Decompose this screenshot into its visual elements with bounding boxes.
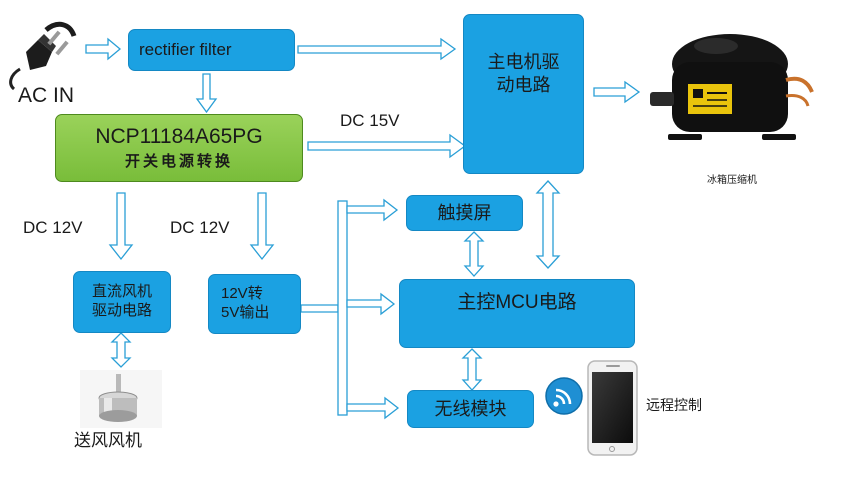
compressor-icon	[650, 34, 814, 140]
main-motor-driver-block: 主电机驱 动电路	[463, 14, 584, 174]
arrow-bus-to-wireless	[346, 396, 400, 420]
arrow-converter-to-bus	[300, 304, 339, 313]
arrow-ncp-to-motor	[307, 133, 467, 159]
remote-control-label: 远程控制	[646, 397, 702, 413]
arrow-motor-to-compressor	[593, 80, 641, 104]
dc-fan-driver-block: 直流风机 驱动电路	[73, 271, 171, 333]
arrow-ncp-to-dcfan	[108, 192, 134, 261]
ncp-function-label: 开关电源转换	[124, 153, 233, 171]
wifi-icon	[545, 377, 583, 415]
wireless-module-block: 无线模块	[407, 390, 534, 428]
distribution-bus	[337, 200, 348, 416]
arrow-bus-to-touch	[346, 198, 399, 222]
compressor-label: 冰箱压缩机	[707, 175, 757, 186]
ncp-power-block: NCP11184A65PG 开关电源转换	[55, 114, 303, 182]
dc12-mid-label: DC 12V	[170, 218, 230, 237]
converter-12v-5v-block: 12V转 5V输出	[208, 274, 301, 334]
converter-label-2: 5V输出	[221, 304, 270, 321]
arrow-plug-to-rectifier	[85, 37, 122, 61]
arrow-bus-to-mcu	[346, 292, 396, 316]
fan-motor-icon	[80, 370, 162, 428]
touch-screen-label: 触摸屏	[437, 202, 492, 223]
converter-label-1: 12V转	[221, 285, 263, 303]
rectifier-filter-block: rectifier filter	[128, 29, 295, 71]
arrow-motor-mcu	[535, 180, 561, 269]
dc12-left-label: DC 12V	[23, 218, 83, 237]
arrow-ncp-to-converter	[249, 192, 275, 261]
ncp-chip-label: NCP11184A65PG	[95, 125, 263, 148]
mcu-label: 主控MCU电路	[457, 292, 577, 313]
arrow-rectifier-to-ncp	[195, 73, 218, 114]
dc-fan-label-1: 直流风机	[91, 283, 152, 301]
fan-label: 送风风机	[74, 431, 142, 450]
rectifier-filter-label: rectifier filter	[139, 40, 232, 60]
smartphone-icon	[587, 360, 638, 456]
arrow-touch-mcu	[463, 231, 485, 277]
main-motor-label-2: 动电路	[496, 74, 551, 95]
arrow-mcu-wireless	[461, 348, 483, 391]
arrow-rectifier-to-motor	[297, 37, 457, 61]
main-motor-label-1: 主电机驱	[487, 52, 560, 72]
wireless-module-label: 无线模块	[434, 398, 507, 419]
arrow-dcfan-fan	[110, 332, 132, 368]
ac-in-label: AC IN	[18, 84, 75, 107]
mcu-block: 主控MCU电路	[399, 279, 635, 348]
touch-screen-block: 触摸屏	[406, 195, 523, 231]
ac-plug-icon	[9, 21, 77, 91]
dc15-label: DC 15V	[340, 111, 400, 130]
dc-fan-label-2: 驱动电路	[91, 302, 152, 319]
